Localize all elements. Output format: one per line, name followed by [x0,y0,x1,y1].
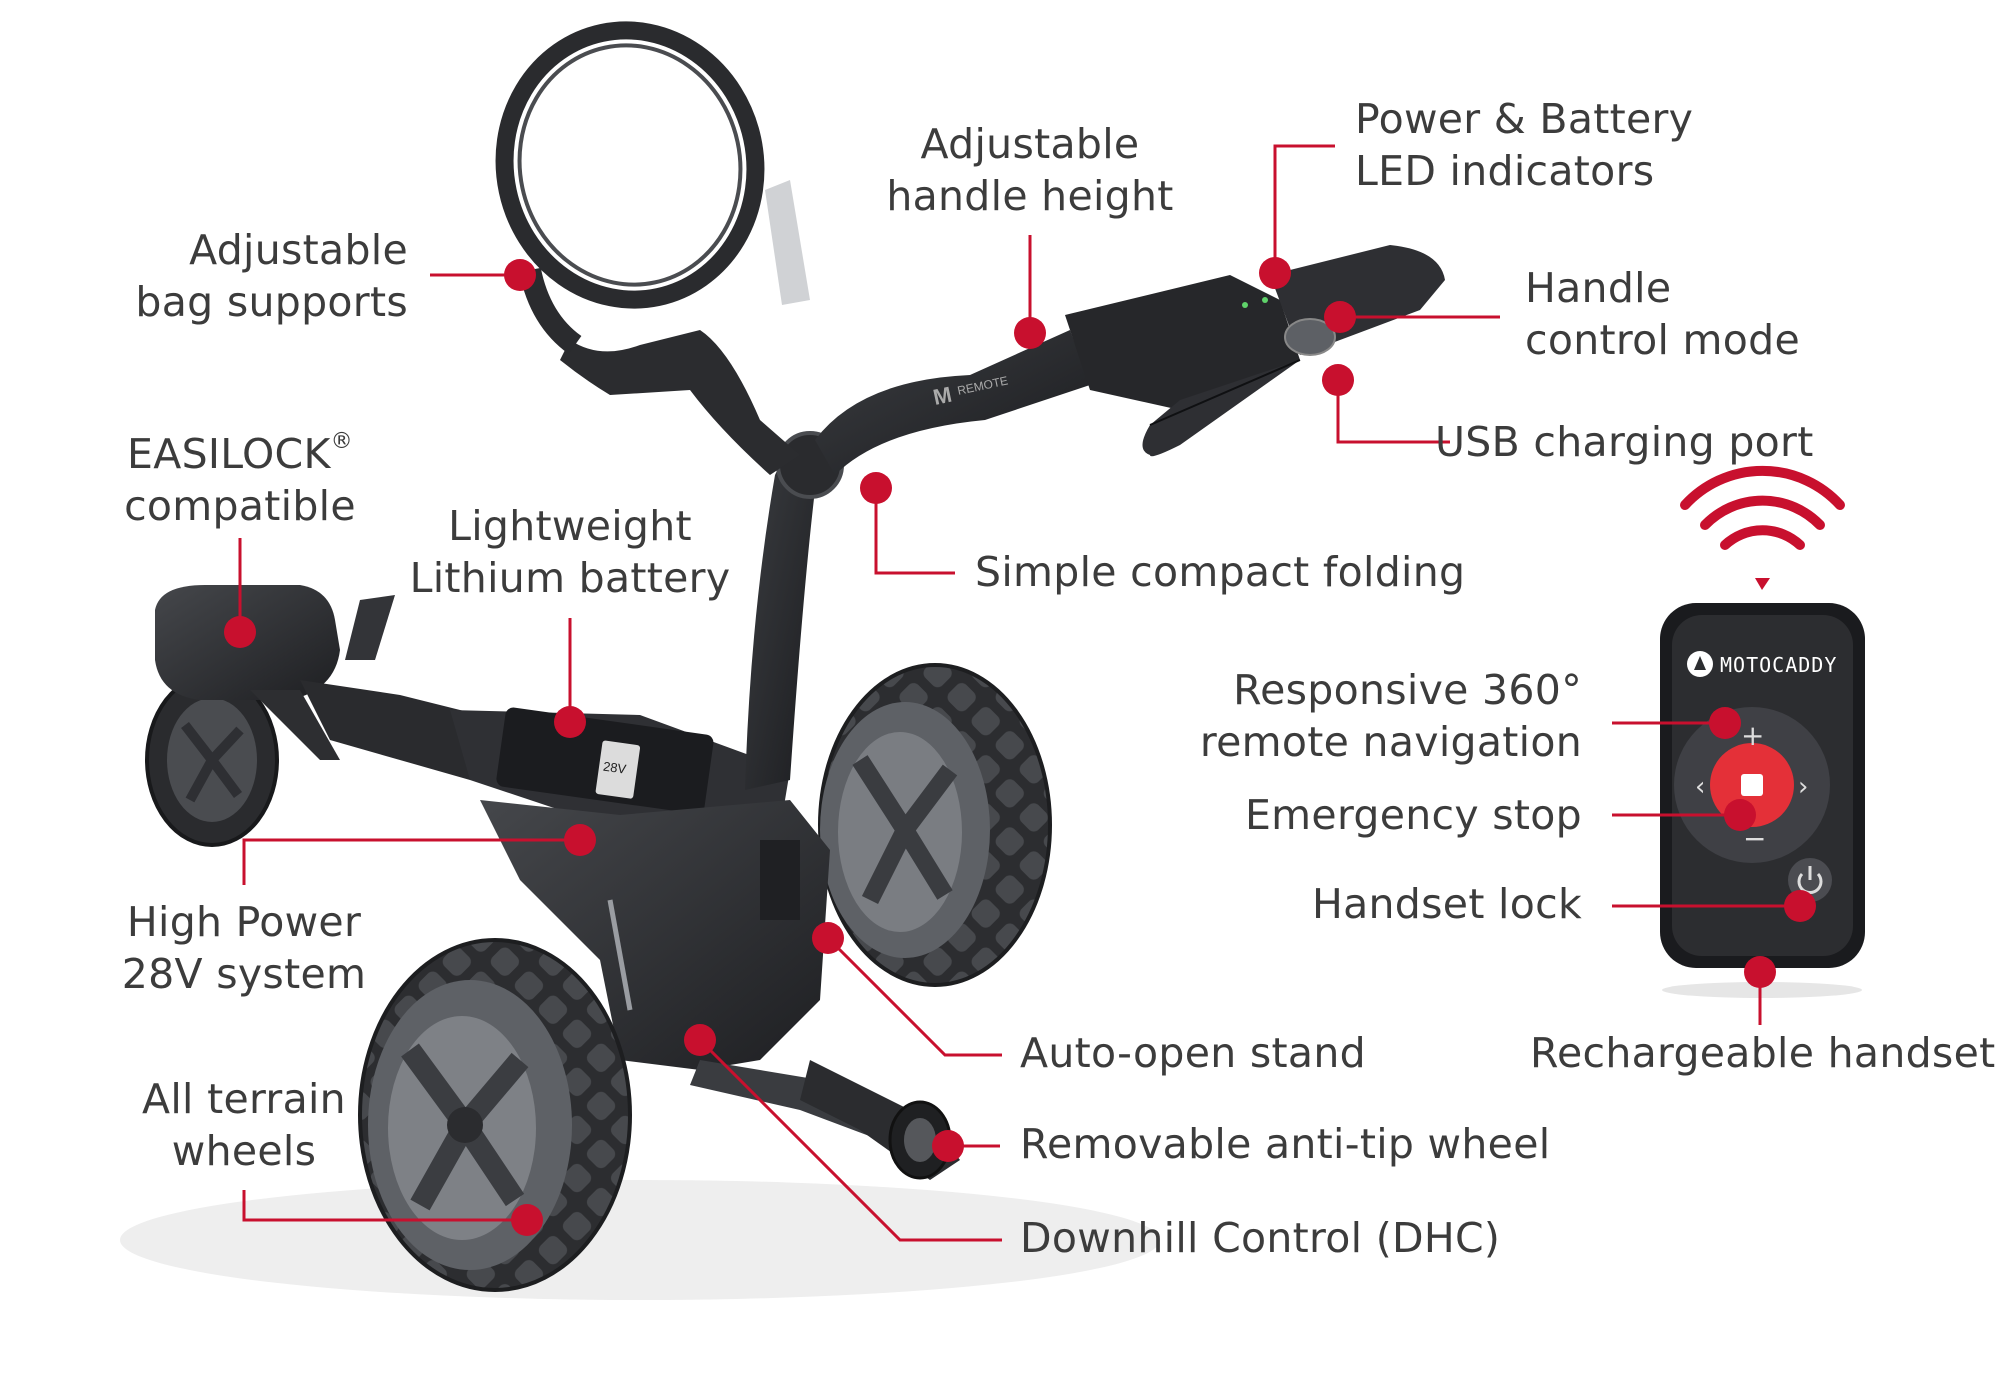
label-handle-control: Handle control mode [1525,264,1801,364]
leader-high-power [242,838,580,885]
label-rechargeable-handset: Rechargeable handset [1530,1029,1996,1077]
label-all-terrain: All terrain wheels [142,1075,346,1175]
wifi-signal-icon [1680,465,1845,590]
stop-icon [1741,774,1763,796]
label-bag-supports: Adjustable bag supports [135,226,408,326]
label-folding: Simple compact folding [975,548,1466,596]
leader-usb [1336,380,1450,444]
dot-all-terrain [511,1204,543,1236]
dot-handle-height [1014,317,1046,349]
dot-led [1259,257,1291,289]
rear-wheel-left [358,938,632,1292]
handle-unit [1065,245,1445,457]
label-handle-height: Adjustable handle height [886,120,1174,220]
front-wheel [145,673,279,847]
anti-tip-wheel-unit [800,1060,960,1180]
dot-dhc [684,1024,716,1056]
dot-usb [1322,364,1354,396]
dot-folding [860,472,892,504]
dot-easilock [224,616,256,648]
minus-icon: − [1743,822,1766,855]
handle-badge-text: M [931,382,954,410]
label-handset-lock: Handset lock [1311,880,1582,928]
led-1 [1242,302,1248,308]
label-usb-port: USB charging port [1435,418,1814,466]
ground-shadow [120,1180,1160,1300]
label-emergency-stop: Emergency stop [1244,791,1582,839]
dot-handset-lock [1784,890,1816,922]
label-downhill-control: Downhill Control (DHC) [1020,1214,1501,1262]
rear-wheel-right [818,663,1052,987]
battery-voltage-text: 28V [602,759,627,777]
front-fork [250,690,340,760]
dot-bag-supports [504,259,536,291]
svg-text:›: › [1798,772,1808,802]
remote-brand-text: MOTOCADDY [1720,653,1837,677]
dot-handle-control [1324,301,1356,333]
label-anti-tip-wheel: Removable anti-tip wheel [1020,1120,1551,1168]
dot-battery [554,706,586,738]
leader-all-terrain [242,1190,527,1222]
leader-led [1273,144,1335,273]
dot-anti-tip [932,1130,964,1162]
label-led-indicators: Power & Battery LED indicators [1355,95,1694,195]
power-icon [1797,866,1823,894]
plus-icon: + [1741,719,1764,752]
led-2 [1262,297,1268,303]
dot-rechargeable [1744,956,1776,988]
callout-dots [224,257,1816,1236]
dot-emergency-stop [1724,799,1756,831]
remote-handset: MOTOCADDY + − ‹ › [1660,603,1865,998]
leader-folding [874,488,955,575]
label-remote-nav: Responsive 360° remote navigation [1199,666,1582,766]
dot-remote-nav [1709,707,1741,739]
handle-arm [815,330,1090,475]
dot-high-power [564,824,596,856]
bag-support-ring [495,21,765,309]
grip-left [1142,360,1300,457]
label-auto-open-stand: Auto-open stand [1020,1029,1366,1077]
label-high-power: High Power 28V system [121,898,367,998]
label-battery: Lightweight Lithium battery [409,502,731,602]
svg-text:‹: ‹ [1695,772,1705,802]
bag-support-frame [560,330,800,475]
dot-auto-open-stand [812,922,844,954]
label-easilock: EASILOCK® compatible [124,429,356,530]
main-body [480,800,830,1070]
leader-lines [238,144,1800,1242]
leader-auto-open-stand [826,936,1002,1057]
handle-control-dial [1284,318,1336,356]
stem [745,447,820,790]
leader-dhc [698,1038,1002,1242]
